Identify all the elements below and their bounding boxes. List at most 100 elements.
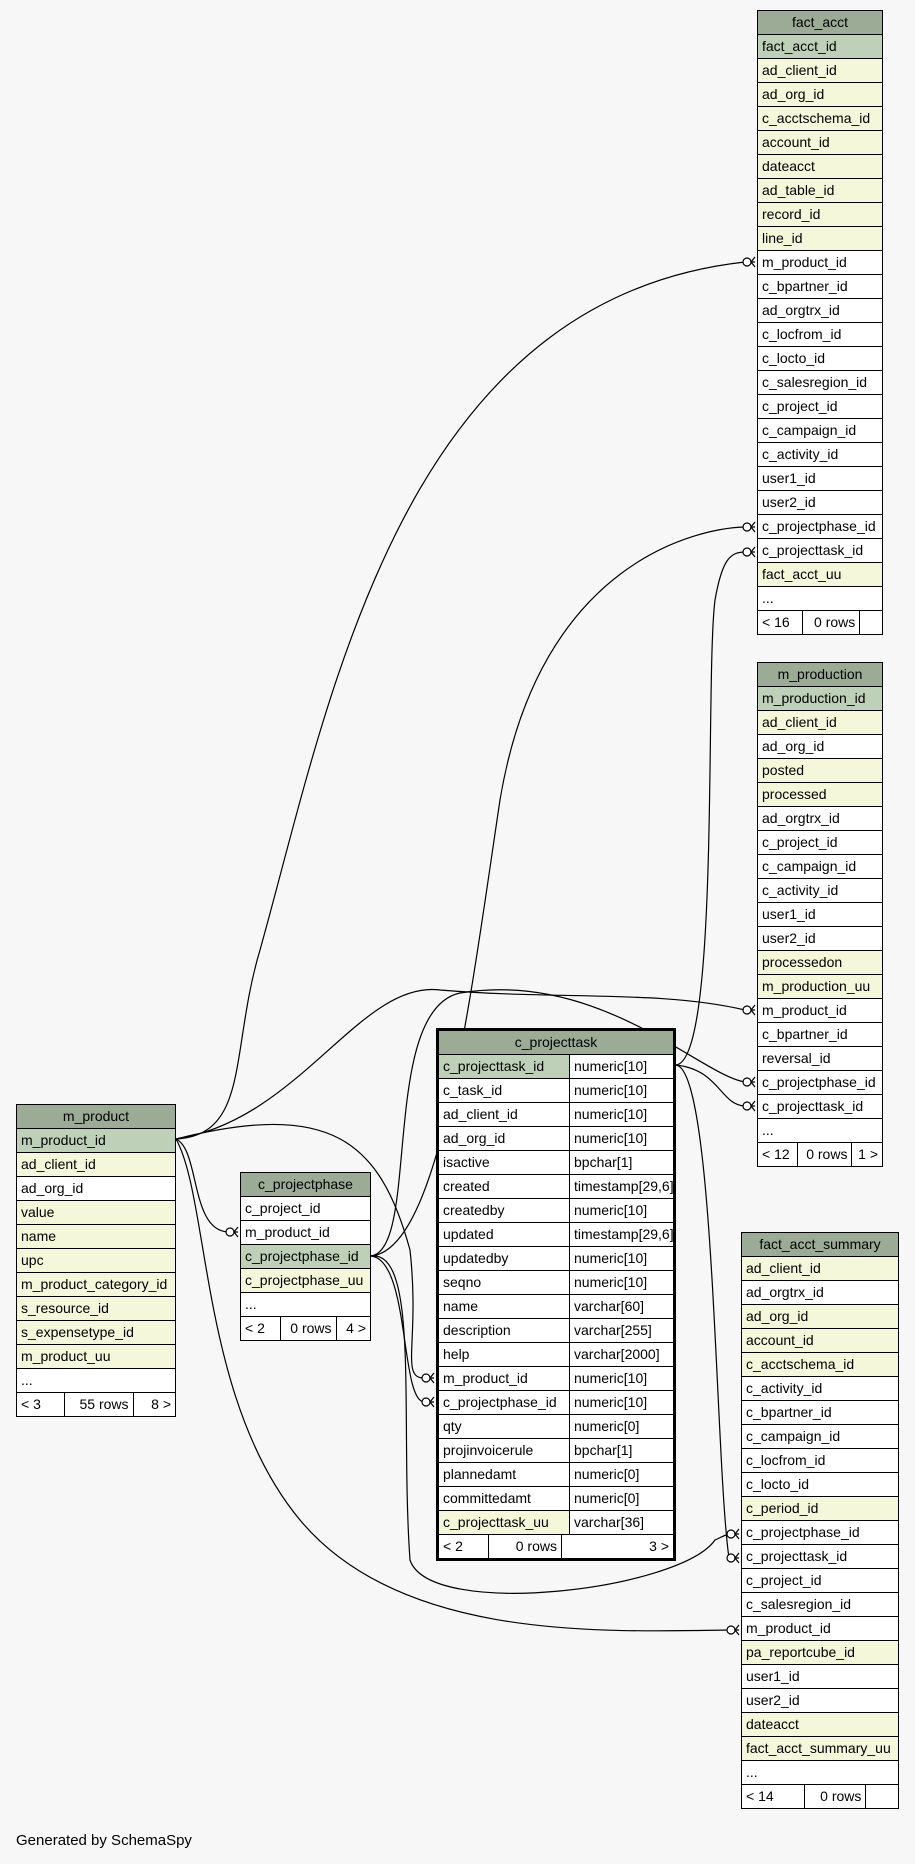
column-row[interactable]: c_period_id xyxy=(742,1497,898,1521)
column-row[interactable]: account_id xyxy=(742,1329,898,1353)
column-row[interactable]: m_production_uu xyxy=(758,975,882,999)
column-row[interactable]: upc xyxy=(17,1249,175,1273)
footer-parents-link[interactable]: < 3 xyxy=(21,1396,41,1412)
column-row[interactable]: c_projecttask_id xyxy=(758,539,882,563)
column-row[interactable]: m_product_id xyxy=(742,1617,898,1641)
column-row[interactable]: processedon xyxy=(758,951,882,975)
column-row[interactable]: c_salesregion_id xyxy=(742,1593,898,1617)
column-row[interactable]: ... xyxy=(742,1761,898,1784)
column-row[interactable]: ad_table_id xyxy=(758,179,882,203)
column-row[interactable]: c_salesregion_id xyxy=(758,371,882,395)
column-row[interactable]: c_bpartner_id xyxy=(758,1023,882,1047)
column-row[interactable]: ad_orgtrx_id xyxy=(758,807,882,831)
column-row[interactable]: dateacct xyxy=(758,155,882,179)
column-row[interactable]: c_locto_id xyxy=(742,1473,898,1497)
column-row[interactable]: m_production_id xyxy=(758,687,882,711)
column-row[interactable]: user1_id xyxy=(758,903,882,927)
column-row[interactable]: c_bpartner_id xyxy=(758,275,882,299)
column-row[interactable]: s_expensetype_id xyxy=(17,1321,175,1345)
column-row[interactable]: ... xyxy=(17,1369,175,1392)
footer-children-link[interactable] xyxy=(865,1785,898,1808)
column-row[interactable]: c_campaign_id xyxy=(742,1425,898,1449)
column-row[interactable]: m_product_category_id xyxy=(17,1273,175,1297)
column-row[interactable]: posted xyxy=(758,759,882,783)
footer-parents-link[interactable]: < 14 xyxy=(746,1788,774,1804)
column-row[interactable]: ad_org_id xyxy=(758,735,882,759)
column-row[interactable]: user1_id xyxy=(742,1665,898,1689)
column-row[interactable]: c_activity_id xyxy=(742,1377,898,1401)
column-row[interactable]: reversal_id xyxy=(758,1047,882,1071)
column-row[interactable]: m_product_id xyxy=(758,999,882,1023)
column-row[interactable]: ad_org_id xyxy=(742,1305,898,1329)
column-row[interactable]: c_acctschema_id xyxy=(742,1353,898,1377)
column-row[interactable]: user2_id xyxy=(742,1689,898,1713)
column-row[interactable]: c_projectphase_uu xyxy=(241,1269,370,1293)
column-row[interactable]: ad_org_id xyxy=(758,83,882,107)
column-row[interactable]: ad_client_id xyxy=(758,59,882,83)
column-row[interactable]: c_projectphase_id xyxy=(758,1071,882,1095)
footer-parents-link[interactable]: < 12 xyxy=(762,1146,790,1162)
column-row[interactable]: user2_id xyxy=(758,491,882,515)
column-row[interactable]: ad_client_id xyxy=(758,711,882,735)
column-row[interactable]: name xyxy=(17,1225,175,1249)
column-row[interactable]: ad_orgtrx_id xyxy=(758,299,882,323)
footer-children-link[interactable]: 3 > xyxy=(560,1535,673,1558)
footer-children-link[interactable]: 1 > xyxy=(851,1143,882,1166)
column-row[interactable]: ... xyxy=(241,1293,370,1316)
column-row[interactable]: c_project_id xyxy=(758,395,882,419)
column-row[interactable]: c_projectphase_id xyxy=(241,1245,370,1269)
column-row[interactable]: ... xyxy=(758,587,882,610)
column-row[interactable]: c_acctschema_id xyxy=(758,107,882,131)
column-row[interactable]: ad_client_id xyxy=(742,1257,898,1281)
column-row[interactable]: fact_acct_id xyxy=(758,35,882,59)
footer-children-link[interactable]: 4 > xyxy=(335,1317,371,1340)
column-row[interactable]: c_projectphase_id xyxy=(758,515,882,539)
column-row[interactable]: user2_id xyxy=(758,927,882,951)
footer-children-link[interactable]: 8 > xyxy=(132,1393,176,1416)
column-row[interactable]: c_projectphase_id xyxy=(742,1521,898,1545)
footer-parents-link[interactable]: < 16 xyxy=(762,614,790,630)
column-row[interactable]: c_locto_id xyxy=(758,347,882,371)
column-row[interactable]: ad_orgtrx_id xyxy=(742,1281,898,1305)
column-row[interactable]: line_id xyxy=(758,227,882,251)
column-row[interactable]: user1_id xyxy=(758,467,882,491)
column-row[interactable]: c_campaign_id xyxy=(758,855,882,879)
column-row[interactable]: c_activity_id xyxy=(758,443,882,467)
column-row[interactable]: pa_reportcube_id xyxy=(742,1641,898,1665)
column-row[interactable]: record_id xyxy=(758,203,882,227)
column-row[interactable]: processed xyxy=(758,783,882,807)
column-row[interactable]: c_projecttask_id xyxy=(758,1095,882,1119)
column-row[interactable]: c_project_id xyxy=(742,1569,898,1593)
column-row[interactable]: m_product_id xyxy=(758,251,882,275)
column-row[interactable]: c_project_id xyxy=(758,831,882,855)
column-row[interactable]: s_resource_id xyxy=(17,1297,175,1321)
footer-parents-link[interactable]: < 2 xyxy=(245,1320,265,1336)
column-row[interactable]: c_projecttask_id xyxy=(742,1545,898,1569)
footer-children-link[interactable] xyxy=(859,611,882,634)
column-row[interactable]: value xyxy=(17,1201,175,1225)
column-row[interactable]: m_product_uu xyxy=(17,1345,175,1369)
column-row[interactable]: c_project_id xyxy=(241,1197,370,1221)
